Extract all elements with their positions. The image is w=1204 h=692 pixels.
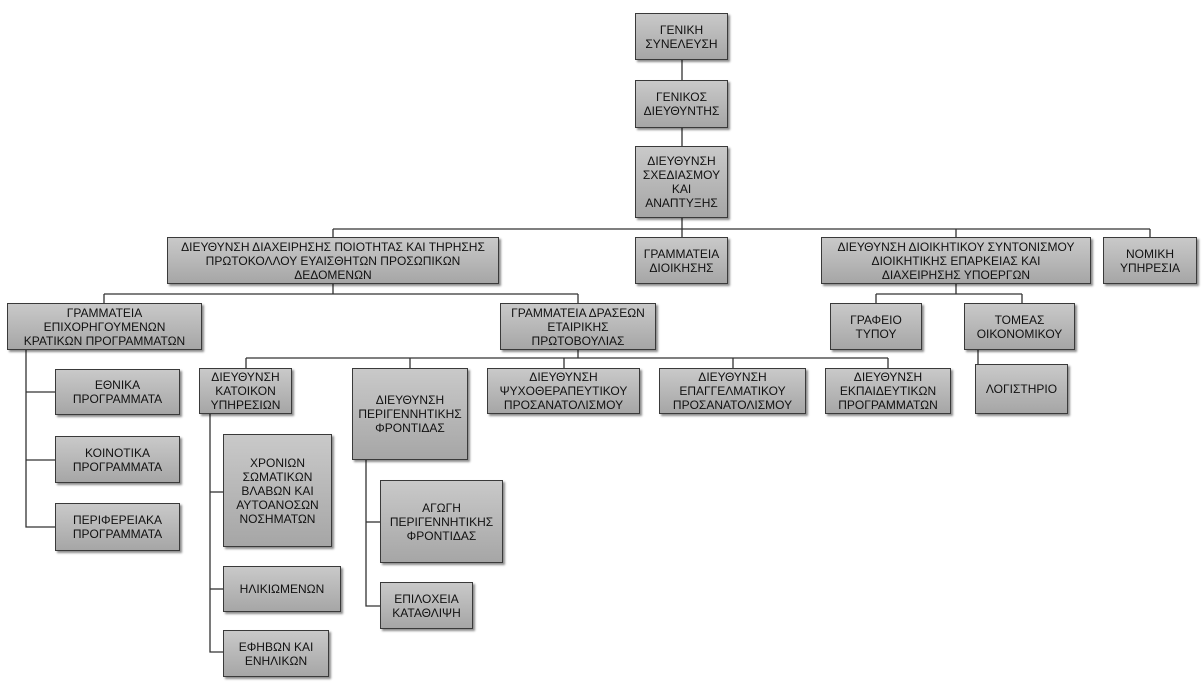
node-label: ΔΙΕΥΘΥΝΣΗ ΔΙΑΧΕΙΡΗΣΗΣ ΠΟΙΟΤΗΤΑΣ ΚΑΙ ΤΗΡΗ… — [181, 239, 485, 282]
node-label: ΓΕΝΙΚΗ ΣΥΝΕΛΕΥΣΗ — [645, 22, 718, 51]
node-dieft-epaggelmatikou: ΔΙΕΥΘΥΝΣΗ ΕΠΑΓΓΕΛΜΑΤΙΚΟΥ ΠΡΟΣΑΝΑΤΟΛΙΣΜΟΥ — [659, 368, 806, 414]
node-label: ΔΙΕΥΘΥΝΣΗ ΔΙΟΙΚΗΤΙΚΟΥ ΣΥΝΤΟΝΙΣΜΟΥ ΔΙΟΙΚΗ… — [837, 239, 1075, 282]
node-label: ΠΕΡΙΦΕΡΕΙΑΚΑ ΠΡΟΓΡΑΜΜΑΤΑ — [72, 513, 163, 541]
node-dieft-dioikitikou: ΔΙΕΥΘΥΝΣΗ ΔΙΟΙΚΗΤΙΚΟΥ ΣΥΝΤΟΝΙΣΜΟΥ ΔΙΟΙΚΗ… — [821, 237, 1091, 284]
node-tomeas-oikonomikou: ΤΟΜΕΑΣ ΟΙΚΟΝΟΜΙΚΟΥ — [964, 303, 1075, 350]
node-label: ΕΠΙΛΟΧΕΙΑ ΚΑΤΑΘΛΙΨΗ — [392, 591, 461, 620]
node-koinotika: ΚΟΙΝΟΤΙΚΑ ΠΡΟΓΡΑΜΜΑΤΑ — [55, 436, 180, 483]
node-label: ΓΕΝΙΚΟΣ ΔΙΕΥΘΥΝΤΗΣ — [643, 90, 720, 118]
node-label: ΔΙΕΥΘΥΝΣΗ ΠΕΡΙΓΕΝΝΗΤΙΚΗΣ ΦΡΟΝΤΙΔΑΣ — [358, 393, 462, 435]
node-dieft-katoikon: ΔΙΕΥΘΥΝΣΗ ΚΑΤΟΙΚΟΝ ΥΠΗΡΕΣΙΩΝ — [199, 368, 292, 414]
node-grammateia-draseon: ΓΡΑΜΜΑΤΕΙΑ ΔΡΑΣΕΩΝ ΕΤΑΙΡΙΚΗΣ ΠΡΩΤΟΒΟΥΛΙΑ… — [500, 303, 656, 350]
node-dieft-ekpaideftikon: ΔΙΕΥΘΥΝΣΗ ΕΚΠΑΙΔΕΥΤΙΚΩΝ ΠΡΟΓΡΑΜΜΑΤΩΝ — [825, 368, 951, 414]
node-label: ΓΡΑΜΜΑΤΕΙΑ ΕΠΙΧΟΡΗΓΟΥΜΕΝΩΝ ΚΡΑΤΙΚΩΝ ΠΡΟΓ… — [23, 305, 186, 348]
node-ethnika: ΕΘΝΙΚΑ ΠΡΟΓΡΑΜΜΑΤΑ — [55, 369, 180, 415]
node-dieft-poiotitas: ΔΙΕΥΘΥΝΣΗ ΔΙΑΧΕΙΡΗΣΗΣ ΠΟΙΟΤΗΤΑΣ ΚΑΙ ΤΗΡΗ… — [167, 237, 499, 284]
node-dieft-psyxotherapeftikou: ΔΙΕΥΘΥΝΣΗ ΨΥΧΟΘΕΡΑΠΕΥΤΙΚΟΥ ΠΡΟΣΑΝΑΤΟΛΙΣΜ… — [487, 368, 640, 414]
node-label: ΔΙΕΥΘΥΝΣΗ ΚΑΤΟΙΚΟΝ ΥΠΗΡΕΣΙΩΝ — [210, 370, 281, 412]
node-efivon: ΕΦΗΒΩΝ ΚΑΙ ΕΝΗΛΙΚΩΝ — [223, 630, 329, 677]
node-label: ΕΦΗΒΩΝ ΚΑΙ ΕΝΗΛΙΚΩΝ — [238, 639, 314, 668]
node-xronion: ΧΡΟΝΙΩΝ ΣΩΜΑΤΙΚΩΝ ΒΛΑΒΩΝ ΚΑΙ ΑΥΤΟΑΝΟΣΩΝ … — [223, 434, 332, 547]
node-label: ΝΟΜΙΚΗ ΥΠΗΡΕΣΙΑ — [1119, 246, 1181, 275]
node-label: ΔΙΕΥΘΥΝΣΗ ΨΥΧΟΘΕΡΑΠΕΥΤΙΚΟΥ ΠΡΟΣΑΝΑΤΟΛΙΣΜ… — [499, 370, 628, 412]
node-label: ΑΓΩΓΗ ΠΕΡΙΓΕΝΝΗΤΙΚΗΣ ΦΡΟΝΤΙΔΑΣ — [389, 500, 494, 543]
node-nomiki-ypiresia: ΝΟΜΙΚΗ ΥΠΗΡΕΣΙΑ — [1103, 237, 1197, 284]
node-geniki-synelefsi: ΓΕΝΙΚΗ ΣΥΝΕΛΕΥΣΗ — [635, 13, 728, 60]
node-label: ΔΙΕΥΘΥΝΣΗ ΕΠΑΓΓΕΛΜΑΤΙΚΟΥ ΠΡΟΣΑΝΑΤΟΛΙΣΜΟΥ — [672, 370, 793, 412]
node-dieft-perigennitikis: ΔΙΕΥΘΥΝΣΗ ΠΕΡΙΓΕΝΝΗΤΙΚΗΣ ΦΡΟΝΤΙΔΑΣ — [352, 368, 468, 460]
node-perifereiaka: ΠΕΡΙΦΕΡΕΙΑΚΑ ΠΡΟΓΡΑΜΜΑΤΑ — [55, 503, 180, 551]
node-label: ΓΡΑΦΕΙΟ ΤΥΠΟΥ — [850, 312, 902, 341]
node-agogi: ΑΓΩΓΗ ΠΕΡΙΓΕΝΝΗΤΙΚΗΣ ΦΡΟΝΤΙΔΑΣ — [380, 480, 503, 563]
node-label: ΗΛΙΚΙΩΜΕΝΩΝ — [239, 582, 325, 596]
node-label: ΚΟΙΝΟΤΙΚΑ ΠΡΟΓΡΑΜΜΑΤΑ — [72, 445, 163, 474]
node-ilikiomenon: ΗΛΙΚΙΩΜΕΝΩΝ — [223, 566, 341, 612]
node-label: ΛΟΓΙΣΤΗΡΙΟ — [985, 382, 1058, 396]
node-grafeio-typou: ΓΡΑΦΕΙΟ ΤΥΠΟΥ — [830, 303, 922, 350]
node-label: ΔΙΕΥΘΥΝΣΗ ΣΧΕΔΙΑΣΜΟΥ ΚΑΙ ΑΝΑΠΤΥΞΗΣ — [642, 154, 721, 210]
node-label: ΧΡΟΝΙΩΝ ΣΩΜΑΤΙΚΩΝ ΒΛΑΒΩΝ ΚΑΙ ΑΥΤΟΑΝΟΣΩΝ … — [236, 455, 319, 526]
node-label: ΤΟΜΕΑΣ ΟΙΚΟΝΟΜΙΚΟΥ — [976, 312, 1063, 341]
node-genikos-diefthyntis: ΓΕΝΙΚΟΣ ΔΙΕΥΘΥΝΤΗΣ — [635, 80, 728, 128]
node-grammateia-dioikisis: ΓΡΑΜΜΑΤΕΙΑ ΔΙΟΙΚΗΣΗΣ — [635, 237, 728, 284]
node-logistirio: ΛΟΓΙΣΤΗΡΙΟ — [975, 364, 1068, 414]
node-grammateia-epixorigoumenon: ΓΡΑΜΜΑΤΕΙΑ ΕΠΙΧΟΡΗΓΟΥΜΕΝΩΝ ΚΡΑΤΙΚΩΝ ΠΡΟΓ… — [7, 303, 202, 350]
node-label: ΕΘΝΙΚΑ ΠΡΟΓΡΑΜΜΑΤΑ — [72, 378, 163, 406]
node-label: ΔΙΕΥΘΥΝΣΗ ΕΚΠΑΙΔΕΥΤΙΚΩΝ ΠΡΟΓΡΑΜΜΑΤΩΝ — [838, 370, 938, 412]
node-label: ΓΡΑΜΜΑΤΕΙΑ ΔΡΑΣΕΩΝ ΕΤΑΙΡΙΚΗΣ ΠΡΩΤΟΒΟΥΛΙΑ… — [511, 305, 645, 348]
node-label: ΓΡΑΜΜΑΤΕΙΑ ΔΙΟΙΚΗΣΗΣ — [643, 246, 720, 275]
node-dieft-sxediasmou: ΔΙΕΥΘΥΝΣΗ ΣΧΕΔΙΑΣΜΟΥ ΚΑΙ ΑΝΑΠΤΥΞΗΣ — [635, 146, 728, 218]
node-epiloxeia: ΕΠΙΛΟΧΕΙΑ ΚΑΤΑΘΛΙΨΗ — [380, 582, 473, 629]
